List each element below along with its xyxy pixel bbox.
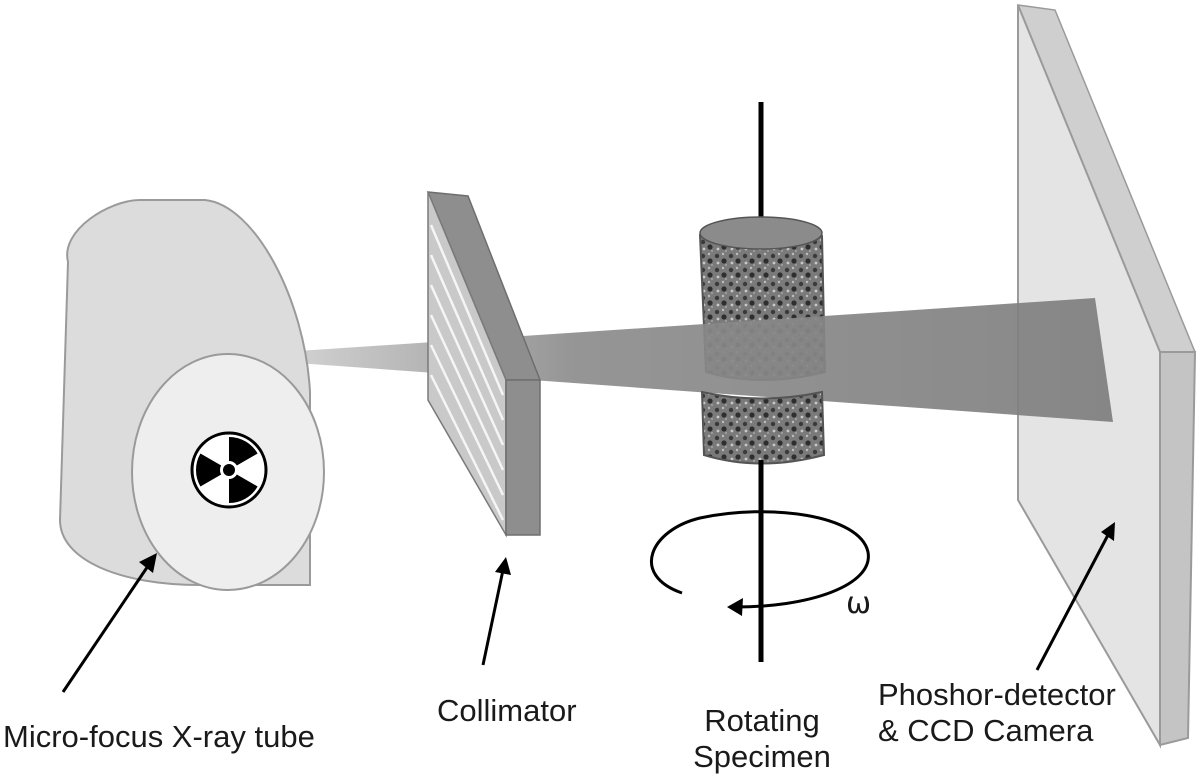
rotation-arrow-icon (650, 510, 870, 616)
label-detector-line2: & CCD Camera (878, 713, 1094, 748)
label-collimator: Collimator (437, 693, 577, 728)
specimen-top-cap (699, 216, 823, 250)
collimator-slat-lines (429, 224, 505, 521)
label-specimen-line2: Specimen (693, 739, 831, 774)
label-specimen-line1: Rotating (704, 703, 820, 738)
collimator (426, 191, 542, 538)
arrow-tube (61, 562, 152, 693)
label-detector-line1: Phoshor-detector (878, 677, 1116, 712)
detector-side-edge (1159, 351, 1197, 747)
radiation-trefoil-icon (190, 431, 268, 509)
xray-tube (58, 199, 325, 591)
label-specimen: Rotating Specimen (672, 703, 852, 775)
arrow-collimator (481, 569, 505, 666)
label-detector: Phoshor-detector & CCD Camera (878, 677, 1116, 749)
rotation-symbol: ω (846, 586, 872, 621)
xray-fan-beam (283, 298, 1113, 422)
pointer-arrows (61, 522, 1115, 693)
specimen-lower (700, 390, 826, 465)
collimator-front (505, 379, 541, 536)
arrow-detector (1035, 534, 1110, 671)
label-xray-tube: Micro-focus X-ray tube (3, 719, 315, 754)
